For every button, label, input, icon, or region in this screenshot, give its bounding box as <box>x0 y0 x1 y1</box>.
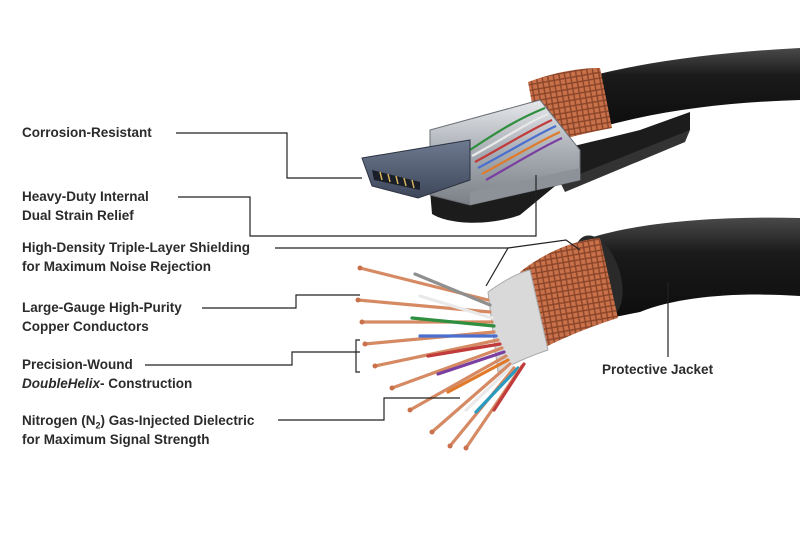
leader-shielding-b <box>507 239 581 251</box>
label-shielding-line2: for Maximum Noise Rejection <box>22 259 212 274</box>
leader-nitrogen <box>278 397 460 421</box>
leader-conductors <box>202 294 360 309</box>
label-nitrogen-suffix: ) Gas-Injected Dielectric <box>100 413 255 428</box>
label-protective-jacket: Protective Jacket <box>602 360 713 379</box>
label-precision-wound: Precision-Wound DoubleHelix- Constructio… <box>22 355 192 393</box>
label-nitrogen-line2: for Maximum Signal Strength <box>22 432 210 447</box>
label-conductors: Large-Gauge High-Purity Copper Conductor… <box>22 298 182 336</box>
label-shielding-line1: High-Density Triple-Layer Shielding <box>22 240 251 255</box>
label-nitrogen-prefix: Nitrogen (N <box>22 413 96 428</box>
label-conductors-line2: Copper Conductors <box>22 319 149 334</box>
leader-precision-a <box>145 351 360 366</box>
label-precision-line2: DoubleHelix- Construction <box>22 374 192 393</box>
label-precision-construction: - Construction <box>100 376 193 391</box>
label-jacket-line1: Protective Jacket <box>602 362 714 377</box>
leader-corrosion <box>176 132 362 179</box>
hdmi-connector-icon <box>361 48 800 223</box>
label-corrosion-resistant: Corrosion-Resistant <box>22 123 152 142</box>
label-shielding: High-Density Triple-Layer Shielding for … <box>22 238 250 276</box>
cable-cross-section-icon <box>355 217 800 451</box>
leader-strain <box>178 175 537 237</box>
label-nitrogen-line1: Nitrogen (N2) Gas-Injected Dielectric <box>22 411 254 430</box>
label-strain-line2: Dual Strain Relief <box>22 208 134 223</box>
label-precision-doublehelix: DoubleHelix <box>22 376 101 391</box>
label-corrosion-line1: Corrosion-Resistant <box>22 125 152 140</box>
label-strain-line1: Heavy-Duty Internal <box>22 189 149 204</box>
label-precision-line1: Precision-Wound <box>22 357 133 372</box>
leader-lines <box>145 132 669 421</box>
label-strain-relief: Heavy-Duty Internal Dual Strain Relief <box>22 187 149 225</box>
label-nitrogen: Nitrogen (N2) Gas-Injected Dielectric fo… <box>22 411 254 449</box>
label-nitrogen-subscript: 2 <box>95 420 101 431</box>
leader-precision-b <box>355 339 360 373</box>
label-conductors-line1: Large-Gauge High-Purity <box>22 300 182 315</box>
leader-shielding-a <box>275 247 510 287</box>
